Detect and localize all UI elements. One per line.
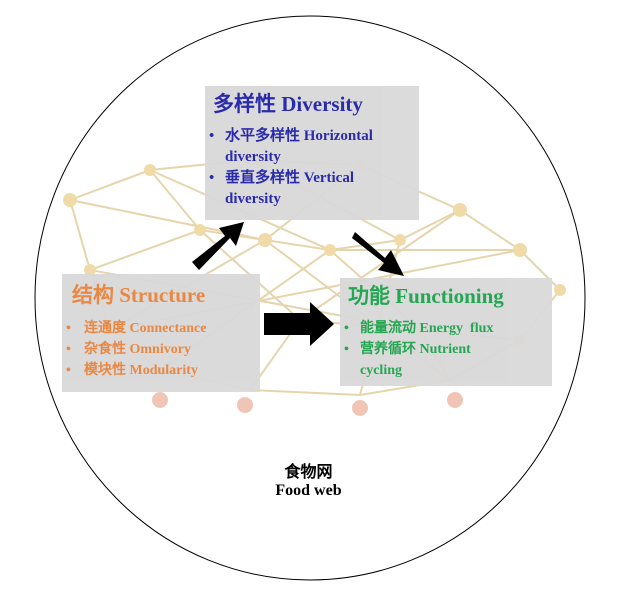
- diversity-item-1-line1: 水平多样性 Horizontal: [225, 128, 373, 144]
- functioning-item-2-line2: cycling: [360, 363, 402, 378]
- diversity-item-2-line1: 垂直多样性 Vertical: [225, 170, 355, 186]
- structure-title: 结构 Structure: [72, 283, 206, 307]
- bullet: •: [66, 363, 71, 378]
- diversity-item-1-line2: diversity: [225, 149, 281, 165]
- food-web-circle: [34, 15, 586, 581]
- diversity-item-2-line2: diversity: [225, 191, 281, 207]
- arrow-diversity-to-functioning: [352, 232, 404, 276]
- network-bottom-nodes: [152, 392, 463, 416]
- bullet: •: [66, 321, 71, 336]
- bullet: •: [66, 342, 71, 357]
- list-item: • 模块性 Modularity: [62, 360, 260, 381]
- structure-item-1: 连通度 Connectance: [84, 321, 207, 336]
- caption-english: Food web: [275, 482, 342, 499]
- diversity-box: 多样性 Diversity • 水平多样性 Horizontal diversi…: [205, 86, 419, 220]
- bullet: •: [209, 128, 215, 144]
- functioning-item-2-line1: 营养循环 Nutrient: [360, 342, 471, 357]
- functioning-title: 功能 Functioning: [348, 284, 504, 308]
- list-item: • 营养循环 Nutrient cycling: [340, 339, 552, 381]
- arrows: [192, 222, 404, 346]
- functioning-box: 功能 Functioning • 能量流动 Energy flux • 营养循环…: [340, 278, 552, 386]
- list-item: • 水平多样性 Horizontal diversity: [205, 126, 419, 168]
- list-item: • 杂食性 Omnivory: [62, 339, 260, 360]
- bullet: •: [209, 170, 215, 186]
- list-item: • 能量流动 Energy flux: [340, 318, 552, 339]
- functioning-list: • 能量流动 Energy flux • 营养循环 Nutrient cycli…: [340, 318, 552, 381]
- arrow-structure-to-diversity: [192, 222, 244, 270]
- bullet: •: [344, 342, 349, 357]
- bullet: •: [344, 321, 349, 336]
- functioning-item-1-line1: 能量流动 Energy flux: [360, 321, 494, 336]
- list-item: • 垂直多样性 Vertical diversity: [205, 168, 419, 210]
- structure-box: 结构 Structure • 连通度 Connectance • 杂食性 Omn…: [62, 274, 260, 392]
- structure-item-3: 模块性 Modularity: [84, 363, 198, 378]
- list-item: • 连通度 Connectance: [62, 318, 260, 339]
- diversity-title: 多样性 Diversity: [213, 92, 363, 116]
- structure-item-2: 杂食性 Omnivory: [84, 342, 191, 357]
- caption-chinese: 食物网: [284, 464, 333, 481]
- diversity-list: • 水平多样性 Horizontal diversity • 垂直多样性 Ver…: [205, 126, 419, 210]
- arrow-structure-to-functioning: [264, 302, 334, 346]
- structure-list: • 连通度 Connectance • 杂食性 Omnivory • 模块性 M…: [62, 318, 260, 381]
